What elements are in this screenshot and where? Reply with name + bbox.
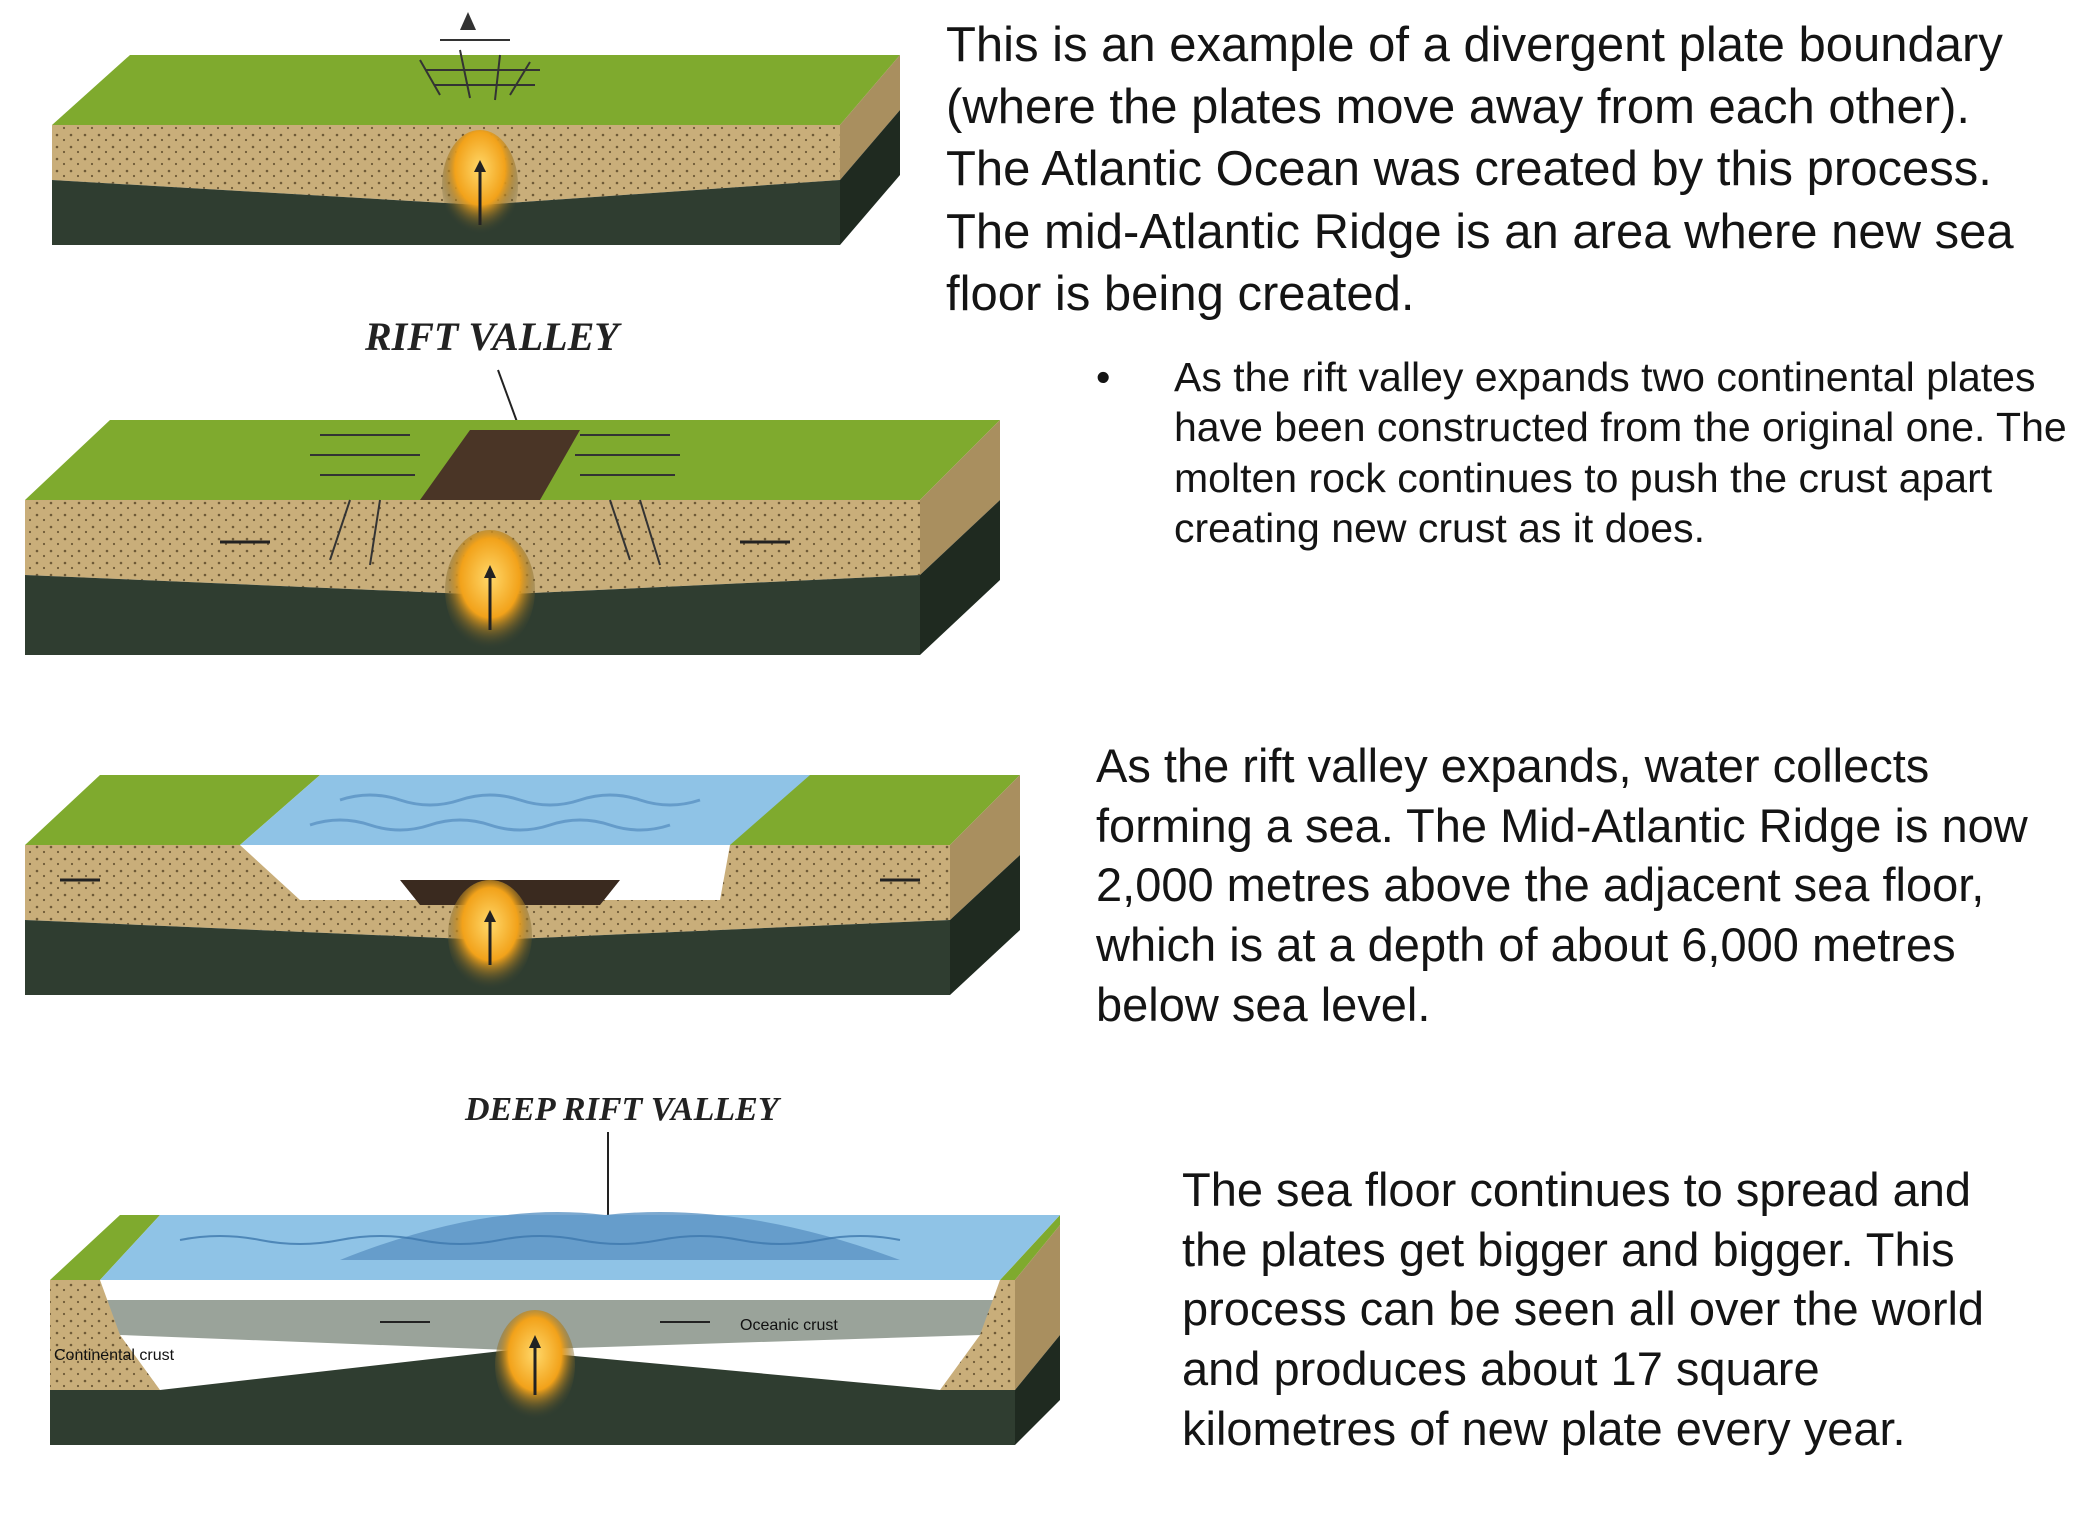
diagram-initial-rifting — [52, 12, 900, 245]
oceanic-crust-label: Oceanic crust — [740, 1317, 838, 1334]
continental-crust-right — [940, 1280, 1015, 1390]
sea-water — [240, 775, 810, 845]
surface-top-right — [720, 775, 1020, 845]
surface-top — [52, 55, 900, 125]
sea-floor-spreading-paragraph: The sea floor continues to spread and th… — [1182, 1163, 1985, 1455]
fracture-lines — [419, 39, 540, 101]
mid-ocean-ridge — [340, 1212, 900, 1260]
continental-crust-left — [50, 1280, 160, 1390]
continental-crust-label: Continental crust — [54, 1347, 175, 1364]
rift-floor — [420, 430, 580, 500]
diagram-deep-rift-valley: DEEP RIFT VALLEY Continental crust Ocean… — [50, 1091, 1060, 1445]
diagram-sea-forming — [25, 775, 1020, 995]
tree-icon — [460, 12, 476, 30]
bullet-marker: • — [1096, 354, 1111, 400]
sea-formation-paragraph: As the rift valley expands, water collec… — [1096, 739, 2028, 1031]
diagram-rift-valley: RIFT VALLEY — [25, 314, 1000, 655]
intro-paragraph: This is an example of a divergent plate … — [946, 18, 2014, 321]
crust-layer — [25, 845, 950, 940]
deep-rift-valley-label: DEEP RIFT VALLEY — [464, 1091, 782, 1128]
mantle-layer — [52, 180, 840, 245]
fault-blocks — [310, 434, 680, 566]
surface-top-left — [50, 1215, 160, 1280]
surface-top-left — [25, 775, 320, 845]
bullet-text: As the rift valley expands two continent… — [1174, 354, 2067, 552]
rift-valley-label: RIFT VALLEY — [364, 314, 622, 359]
